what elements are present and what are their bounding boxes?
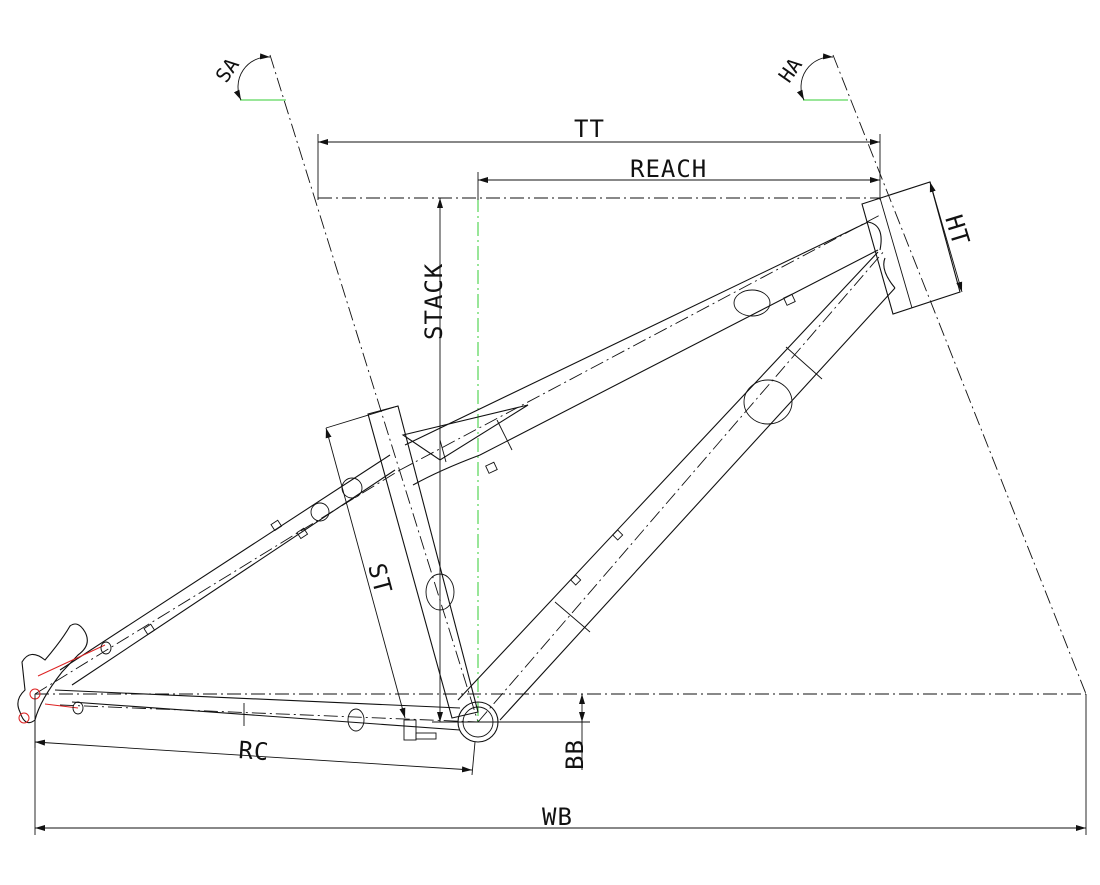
reach-label: REACH bbox=[630, 155, 707, 183]
rc-extension-right bbox=[471, 741, 476, 776]
head-tube-inner-line bbox=[879, 197, 913, 309]
cable-guide bbox=[143, 623, 156, 636]
rc-label: RC bbox=[238, 736, 271, 766]
stack-label: STACK bbox=[420, 263, 448, 340]
head-tube bbox=[861, 181, 961, 315]
st-dimension bbox=[325, 427, 406, 719]
rc-dimension bbox=[34, 739, 473, 773]
toptube-section-mark bbox=[496, 419, 513, 451]
bb-label: BB bbox=[561, 739, 589, 770]
dropout-accent-line-lower bbox=[44, 703, 79, 709]
toptube-centerline bbox=[399, 214, 881, 471]
cable-guide bbox=[570, 574, 582, 586]
seatstay-section-circle bbox=[341, 477, 363, 499]
down-tube-head-joint bbox=[883, 257, 896, 289]
cable-guide bbox=[783, 293, 796, 306]
bb-clamp-detail-2 bbox=[415, 732, 437, 740]
top-tube-head-joint bbox=[867, 221, 882, 251]
chainstay-section-circle bbox=[347, 708, 365, 732]
bb-clamp-detail bbox=[403, 719, 417, 741]
seat-axis-line bbox=[269, 54, 479, 723]
cable-guide bbox=[612, 529, 624, 541]
seatstay-section-circle-2 bbox=[310, 502, 330, 522]
cable-guide bbox=[270, 519, 283, 532]
ha-label: HA bbox=[773, 53, 806, 87]
cable-guide bbox=[296, 527, 309, 540]
wb-label: WB bbox=[542, 803, 573, 831]
ha-angle-arc bbox=[796, 53, 834, 101]
head-axis-line bbox=[832, 54, 1087, 695]
dimension-labels: TT REACH STACK HT ST RC BB WB SA HA bbox=[210, 53, 975, 831]
dropout-accent-line bbox=[37, 644, 106, 677]
tt-label: TT bbox=[574, 115, 605, 143]
st-label: ST bbox=[362, 560, 397, 597]
cable-guide bbox=[485, 461, 498, 474]
dimension-lines bbox=[34, 53, 1087, 835]
top-tube-gusset bbox=[401, 404, 529, 461]
downtube-centerline bbox=[477, 249, 886, 723]
frame-tubes bbox=[17, 181, 961, 743]
derailleur-hanger-hole bbox=[18, 712, 30, 724]
ht-dimension bbox=[929, 181, 963, 293]
downtube-section-mark-lower bbox=[554, 601, 591, 633]
seat-tube-top-cap bbox=[325, 405, 399, 429]
sa-angle-arc bbox=[233, 53, 271, 101]
sa-label: SA bbox=[210, 53, 243, 87]
rear-dropout bbox=[17, 623, 88, 724]
seatstay-end-circle bbox=[100, 641, 112, 655]
ht-label: HT bbox=[939, 212, 975, 250]
toptube-section-circle bbox=[733, 289, 771, 317]
down-tube bbox=[457, 251, 896, 721]
construction-lines bbox=[34, 54, 1087, 723]
downtube-section-mark bbox=[785, 346, 823, 380]
chainstay-end-circle bbox=[72, 701, 84, 715]
chainstay-centerline bbox=[59, 704, 479, 723]
top-tube bbox=[404, 221, 879, 486]
downtube-section-circle bbox=[743, 379, 793, 425]
